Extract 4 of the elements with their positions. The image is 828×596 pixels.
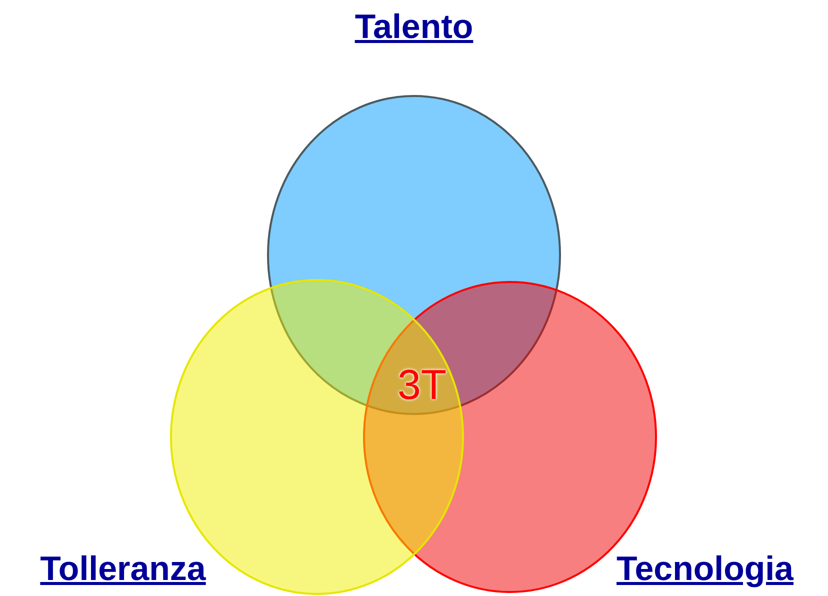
center-label: 3T [398,364,446,406]
circle-label: Tecnologia [616,552,794,586]
circle-label: Tolleranza [40,552,206,586]
circle-label: Talento [354,10,474,44]
